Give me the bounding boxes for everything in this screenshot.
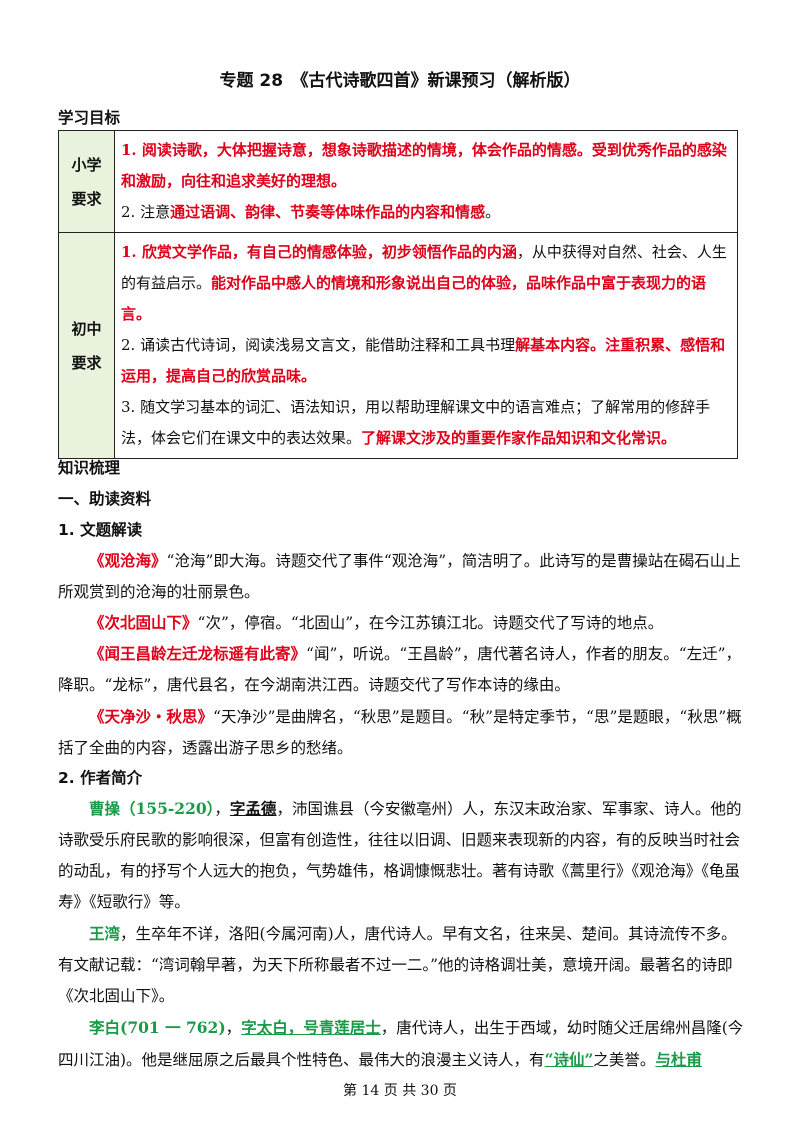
goals-table: 小学要求 1. 阅读诗歌，大体把握诗意，想象诗歌描述的情境，体会作品的情感。受到…: [58, 130, 738, 459]
table-row-middle: 初中要求 1. 欣赏文学作品，有自己的情感体验，初步领悟作品的内涵，从中获得对自…: [58, 232, 738, 459]
primary-goal-1: 1. 阅读诗歌，大体把握诗意，想象诗歌描述的情境，体会作品的情感。受到优秀作品的…: [121, 141, 727, 190]
goals-heading: 学习目标: [58, 109, 121, 127]
primary-goal-2c: 。: [485, 203, 501, 221]
paragraph-wen-wang-chang-ling: 《闻王昌龄左迁龙标遥有此寄》“闻”，听说。“王昌龄”，唐代著名诗人，作者的朋友。…: [58, 638, 748, 701]
poem-text-2: “次”，停宿。“北固山”，在今江苏镇江北。诗题交代了写诗的地点。: [197, 614, 664, 632]
section-heading-1: 一、助读资料: [58, 490, 152, 508]
middle-goal-1b: ，从中获得对自然、社会、人生的有益启示。: [121, 243, 727, 292]
poem-title-2: 《次北固山下》: [89, 613, 198, 632]
poem-title-4: 《天净沙・秋思》: [89, 707, 214, 726]
paragraph-guan-cang-hai: 《观沧海》“沧海”即大海。诗题交代了事件“观沧海”，简洁明了。此诗写的是曹操站在…: [58, 545, 748, 608]
middle-goal-2b: 解基本内容。注重积累、感悟和运用，提高自己的欣赏品味。: [121, 336, 726, 385]
title-shi-xian: “诗仙”: [544, 1050, 594, 1069]
subheading-title-interpretation: 1. 文题解读: [58, 521, 143, 539]
author-courtesy-name-li-bai: 字太白，号青莲居士: [241, 1018, 381, 1037]
author-name-wang-wan: 王湾: [89, 924, 121, 943]
separator: ，: [225, 1019, 242, 1037]
middle-goal-3b: 了解课文涉及的重要作家作品知识和文化常识。: [361, 429, 677, 447]
author-name-cao-cao: 曹操（155-220）: [89, 799, 215, 818]
middle-content: 1. 欣赏文学作品，有自己的情感体验，初步领悟作品的内涵，从中获得对自然、社会、…: [114, 232, 738, 459]
primary-goal-2b: 通过语调、韵律、节奏等体味作品的内容和情感: [170, 203, 486, 221]
poem-text-1: “沧海”即大海。诗题交代了事件“观沧海”，简洁明了。此诗写的是曹操站在碣石山上所…: [58, 552, 741, 601]
primary-goal-2a: 2. 注意: [121, 203, 171, 221]
primary-content: 1. 阅读诗歌，大体把握诗意，想象诗歌描述的情境，体会作品的情感。受到优秀作品的…: [114, 130, 738, 233]
paragraph-tian-jing-sha: 《天净沙・秋思》“天净沙”是曲牌名，“秋思”是题目。“秋”是特定季节，“思”是题…: [58, 701, 748, 764]
poem-text-4: “天净沙”是曲牌名，“秋思”是题目。“秋”是特定季节，“思”是题眼，“秋思”概括…: [58, 708, 742, 757]
knowledge-heading: 知识梳理: [58, 459, 121, 477]
poem-text-3: “闻”，听说。“王昌龄”，唐代著名诗人，作者的朋友。“左迁”，降职。“龙标”，唐…: [58, 645, 742, 694]
middle-goal-1c: 能对作品中感人的情境和形象说出自己的体验，品味作品中富于表现力的语言。: [121, 274, 707, 323]
author-text-cao-cao: ，沛国谯县（今安徽亳州）人，东汉末政治家、军事家、诗人。他的诗歌受乐府民歌的影响…: [58, 800, 742, 911]
paragraph-wang-wan: 王湾，生卒年不详，洛阳(今属河南)人，唐代诗人。早有文名，往来吴、楚间。其诗流传…: [58, 918, 748, 1012]
poem-title-1: 《观沧海》: [89, 551, 167, 570]
author-text-wang-wan: ，生卒年不详，洛阳(今属河南)人，唐代诗人。早有文名，往来吴、楚间。其诗流传不多…: [58, 925, 737, 1005]
middle-label: 初中要求: [58, 232, 115, 459]
middle-goal-1a: 1. 欣赏文学作品，有自己的情感体验，初步领悟作品的内涵: [121, 243, 517, 261]
paragraph-ci-bei-gu-shan: 《次北固山下》“次”，停宿。“北固山”，在今江苏镇江北。诗题交代了写诗的地点。: [58, 607, 748, 639]
primary-label: 小学要求: [58, 130, 115, 233]
author-courtesy-name-cao-cao: 字孟德: [229, 799, 277, 818]
poem-title-3: 《闻王昌龄左迁龙标遥有此寄》: [89, 644, 307, 663]
middle-goal-3a: 3. 随文学习基本的词汇、语法知识，用以帮助理解课文中的语言难点；了解常用的修辞…: [121, 398, 711, 447]
page-footer: 第 14 页 共 30 页: [343, 1083, 457, 1099]
subheading-author-intro: 2. 作者简介: [58, 769, 143, 787]
author-text-li-bai-2: 之美誉。: [593, 1051, 656, 1069]
middle-goal-2a: 2. 诵读古代诗词，阅读浅易文言文，能借助注释和工具书理: [121, 336, 516, 354]
paragraph-cao-cao: 曹操（155-220），字孟德，沛国谯县（今安徽亳州）人，东汉末政治家、军事家、…: [58, 793, 748, 918]
table-row-primary: 小学要求 1. 阅读诗歌，大体把握诗意，想象诗歌描述的情境，体会作品的情感。受到…: [58, 130, 738, 233]
author-name-li-bai: 李白(701 一 762): [89, 1018, 226, 1037]
page-title: 专题 28 《古代诗歌四首》新课预习（解析版）: [219, 71, 581, 91]
author-text-li-bai: ，唐代诗人，出生于西域，幼时随父迁居绵州昌隆(今四川江油)。他是继屈原之后最具个…: [58, 1019, 744, 1069]
text-yu-du-fu: 与杜甫: [655, 1050, 702, 1069]
separator: ，: [214, 800, 230, 818]
paragraph-li-bai: 李白(701 一 762)，字太白，号青莲居士，唐代诗人，出生于西域，幼时随父迁…: [58, 1012, 748, 1076]
